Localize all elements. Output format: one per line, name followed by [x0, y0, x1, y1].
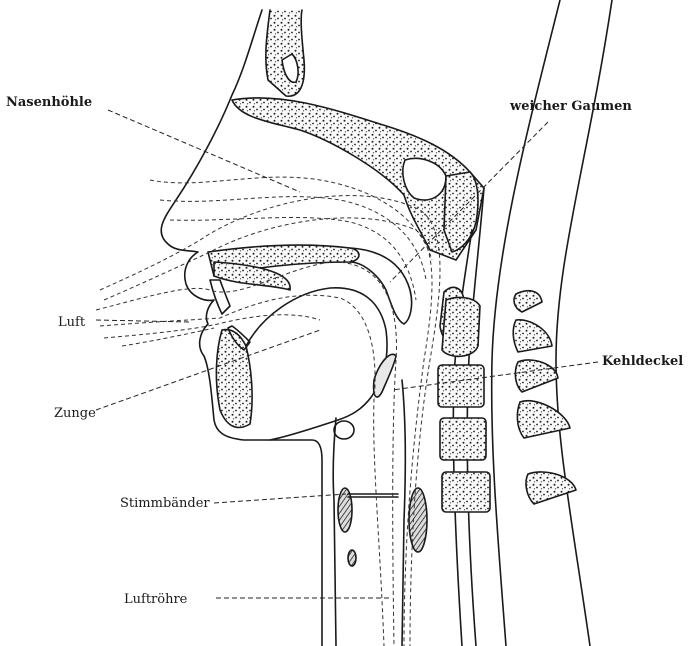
label-luftroehre: Luftröhre: [124, 593, 187, 606]
nasal-bone: [266, 10, 305, 96]
label-luft: Luft: [58, 316, 85, 329]
label-stimmbaender: Stimmbänder: [120, 497, 210, 510]
label-kehldeckel: Kehldeckel: [602, 355, 683, 368]
vertebrae-anterior: [438, 287, 490, 512]
leader-luft: [96, 320, 190, 322]
tongue: [246, 288, 387, 440]
vertebrae-posterior: [513, 291, 576, 504]
leader-stimm: [214, 494, 346, 503]
vocal-fold-right: [409, 488, 427, 552]
epiglottis: [374, 354, 396, 397]
sphenoid: [444, 172, 478, 252]
label-weicher-gaumen: weicher Gaumen: [510, 100, 632, 113]
label-zunge: Zunge: [54, 407, 96, 420]
label-nasenhoehle: Nasenhöhle: [6, 96, 92, 109]
